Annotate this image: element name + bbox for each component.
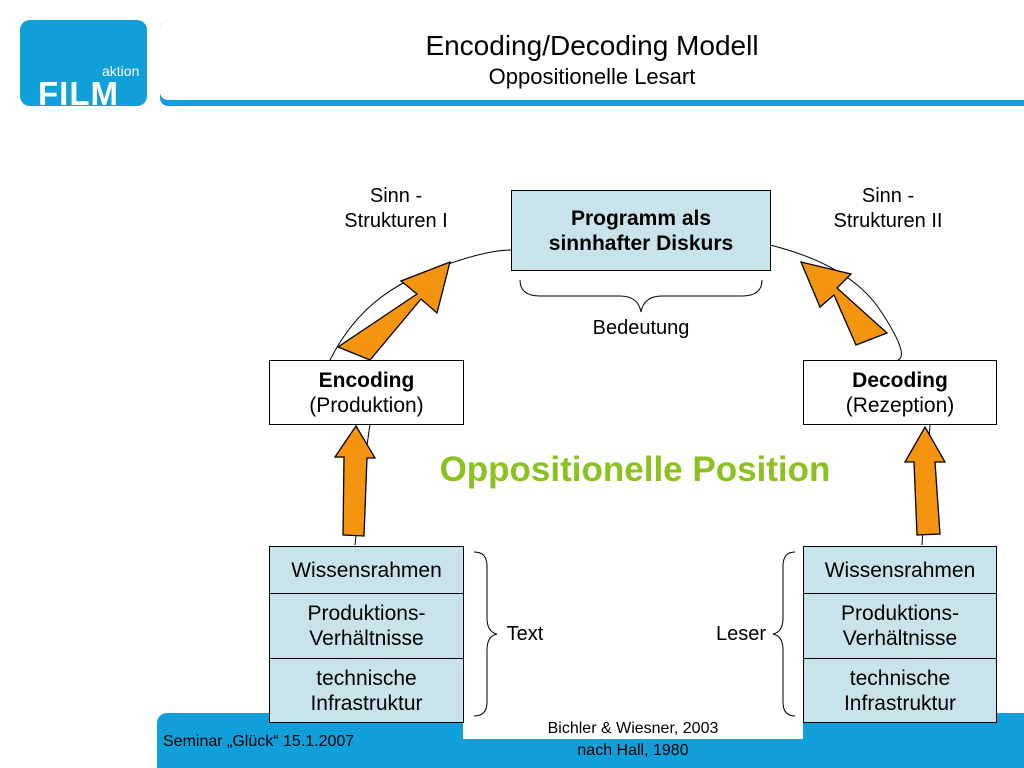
encoding-box: Encoding (Produktion) (269, 360, 464, 425)
logo-badge (20, 20, 147, 106)
left-stack-produktions: Produktions- Verhältnisse (269, 593, 464, 659)
decoding-box: Decoding (Rezeption) (803, 360, 997, 425)
decoding-title: Decoding (852, 368, 948, 392)
arrow-up-right-vertical (903, 425, 947, 536)
right-stack-produktions: Produktions- Verhältnisse (803, 593, 997, 659)
logo-top-text: aktion (102, 63, 140, 79)
citation-line-2: nach Hall, 1980 (577, 742, 689, 759)
label-sinn-strukturen-1-line2: Strukturen I (344, 210, 448, 232)
left-stack-item-1-line1: Wissensrahmen (291, 558, 442, 582)
right-stack-infrastruktur: technische Infrastruktur (803, 658, 997, 723)
left-stack-item-2-line2: Verhältnisse (309, 627, 424, 650)
citation-line-1: Bichler & Wiesner, 2003 (547, 720, 719, 737)
label-sinn-strukturen-2: Sinn - Strukturen II (806, 184, 970, 234)
brace-leser (772, 551, 796, 717)
left-stack-item-2-line1: Produktions- (307, 602, 426, 625)
center-box-line1: Programm als (570, 206, 712, 230)
arrow-up-left-vertical (333, 424, 377, 537)
page-subtitle: Oppositionelle Lesart (488, 64, 696, 89)
footer-date-text: Seminar „Glück“ 15.1.2007 (163, 733, 355, 750)
brace-text (473, 551, 498, 717)
left-stack-item-3-line2: Infrastruktur (310, 691, 423, 715)
center-box-programm: Programm als sinnhafter Diskurs (511, 190, 771, 271)
brace-bedeutung (519, 279, 763, 313)
label-sinn-strukturen-1-line1: Sinn - (369, 185, 423, 207)
encoding-title: Encoding (318, 368, 415, 392)
center-box-line2: sinnhafter Diskurs (548, 231, 734, 255)
arrow-up-right-diagonal (799, 261, 889, 346)
title-bar-inner (160, 20, 1024, 100)
page-title: Encoding/Decoding Modell (425, 30, 759, 61)
encoding-subtitle: (Produktion) (309, 393, 424, 417)
right-stack-item-2-line1: Produktions- (841, 602, 959, 625)
left-stack-wissensrahmen: Wissensrahmen (269, 546, 464, 594)
citation: Bichler & Wiesner, 2003 nach Hall, 1980 (463, 718, 803, 762)
label-sinn-strukturen-2-line1: Sinn - (861, 185, 915, 207)
left-stack-item-3-line1: technische (316, 666, 417, 690)
right-stack-item-2-line2: Verhältnisse (842, 627, 958, 650)
left-stack-infrastruktur: technische Infrastruktur (269, 658, 464, 723)
arrow-up-left-diagonal (336, 260, 451, 361)
position-label: Oppositionelle Position (439, 450, 831, 489)
label-sinn-strukturen-1: Sinn - Strukturen I (316, 184, 476, 234)
right-stack-wissensrahmen: Wissensrahmen (803, 546, 997, 594)
label-leser: Leser (715, 623, 767, 645)
logo-main-text: FILM (38, 75, 119, 112)
label-text: Text (506, 623, 544, 645)
right-stack-item-1-line1: Wissensrahmen (824, 558, 976, 582)
connector-right-upper (769, 244, 902, 361)
right-stack-item-3-line1: technische (849, 666, 951, 690)
right-stack-item-3-line2: Infrastruktur (843, 691, 957, 715)
label-bedeutung: Bedeutung (592, 317, 690, 339)
footer-citation-area (463, 713, 803, 739)
label-sinn-strukturen-2-line2: Strukturen II (833, 210, 943, 232)
decoding-subtitle: (Rezeption) (845, 393, 955, 417)
